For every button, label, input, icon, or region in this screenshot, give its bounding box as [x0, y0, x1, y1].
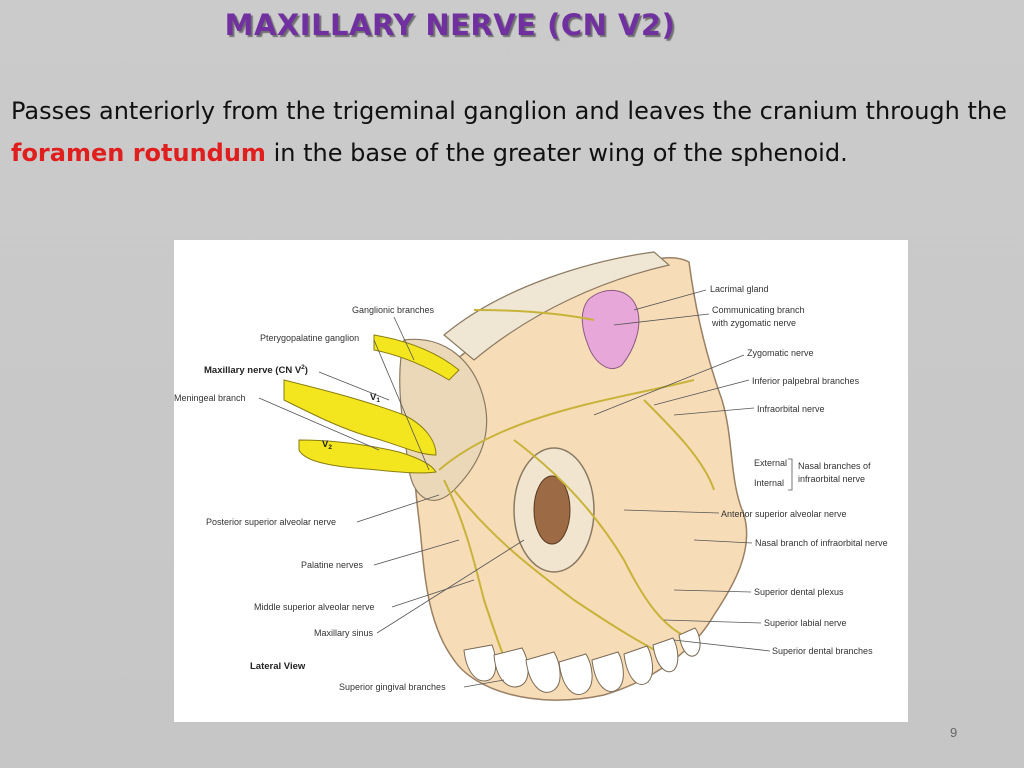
anatomy-figure: Ganglionic branches Pterygopalatine gang… — [174, 240, 908, 722]
alveolar-fiber — [453, 489, 675, 661]
label-nasal-branches: Nasal branches of — [798, 461, 871, 471]
label-superior-gingival: Superior gingival branches — [339, 682, 446, 692]
label-maxillary-sinus: Maxillary sinus — [314, 628, 374, 638]
dental-fiber — [513, 439, 695, 641]
zygomatic-fiber — [473, 309, 595, 321]
maxillary-nerve-trunk — [283, 379, 437, 456]
label-superior-dental-branches: Superior dental branches — [772, 646, 873, 656]
label-palatine-nerves: Palatine nerves — [301, 560, 364, 570]
leader-lines — [258, 289, 771, 688]
v1-branch — [373, 334, 460, 381]
teeth — [463, 627, 701, 695]
label-internal: Internal — [754, 478, 784, 488]
label-communicating-branch: Communicating branch — [712, 305, 805, 315]
label-middle-superior-alveolar: Middle superior alveolar nerve — [254, 602, 375, 612]
nasal-fiber — [643, 399, 715, 491]
label-nasal-branch-infraorbital: Nasal branch of infraorbital nerve — [755, 538, 888, 548]
label-ganglionic-branches: Ganglionic branches — [352, 305, 435, 315]
label-maxillary-nerve-close: ) — [305, 365, 308, 376]
label-zygomatic-nerve: Zygomatic nerve — [747, 348, 814, 358]
infraorbital-fiber — [438, 379, 695, 471]
label-lacrimal-gland: Lacrimal gland — [710, 284, 769, 294]
body-text-highlight: foramen rotundum — [11, 139, 266, 167]
page-number: 9 — [950, 725, 958, 740]
label-maxillary-nerve-text: Maxillary nerve (CN V — [204, 365, 302, 376]
label-maxillary-nerve: Maxillary nerve (CN V2) — [204, 364, 308, 376]
body-text-after: in the base of the greater wing of the s… — [265, 139, 848, 167]
label-lateral-view: Lateral View — [250, 661, 306, 672]
lacrimal-gland — [581, 289, 640, 369]
cranial-bone — [443, 251, 671, 361]
label-superior-labial: Superior labial nerve — [764, 618, 847, 628]
label-nasal-branches-2: infraorbital nerve — [798, 474, 865, 484]
slide-title: MAXILLARY NERVE (CN V2) — [224, 8, 676, 42]
label-external: External — [754, 458, 787, 468]
sinus-cavity — [533, 475, 571, 545]
label-pterygopalatine-ganglion: Pterygopalatine ganglion — [260, 333, 359, 343]
maxillary-nerve-illustration: Ganglionic branches Pterygopalatine gang… — [174, 251, 888, 701]
label-posterior-superior-alveolar: Posterior superior alveolar nerve — [206, 517, 336, 527]
label-maxillary-nerve-sup: 2 — [301, 364, 305, 371]
nasal-bracket — [788, 458, 793, 491]
label-superior-dental-plexus: Superior dental plexus — [754, 587, 844, 597]
label-anterior-superior-alveolar: Anterior superior alveolar nerve — [721, 509, 847, 519]
label-v2: V2 — [322, 439, 332, 451]
label-inferior-palpebral: Inferior palpebral branches — [752, 376, 860, 386]
label-meningeal-branch: Meningeal branch — [174, 393, 246, 403]
body-text-before: Passes anteriorly from the trigeminal ga… — [11, 97, 1007, 125]
slide-body-text: Passes anteriorly from the trigeminal ga… — [11, 90, 1011, 174]
v2-branch — [298, 439, 437, 474]
label-v1: V1 — [370, 392, 380, 404]
label-communicating-branch-2: with zygomatic nerve — [711, 318, 796, 328]
label-infraorbital-nerve: Infraorbital nerve — [757, 404, 825, 414]
